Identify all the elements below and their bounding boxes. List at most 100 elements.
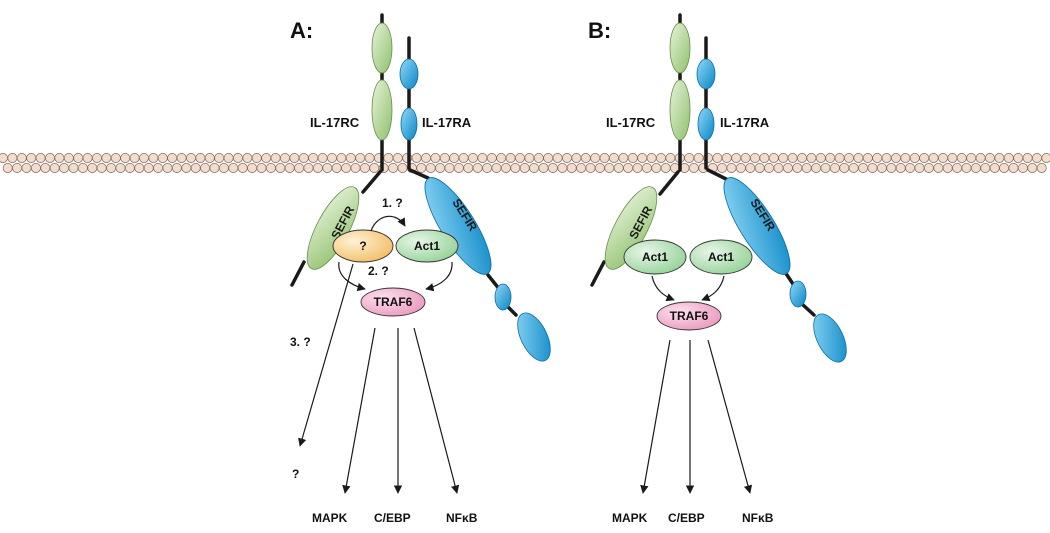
membrane-lipid-bead [961, 163, 972, 173]
membrane-lipid-bead [200, 163, 211, 173]
membrane-lipid-bead [261, 153, 272, 163]
membrane-lipid-bead [759, 153, 770, 163]
il17rc-tail-top-b [658, 170, 680, 196]
membrane-lipid-bead [16, 153, 27, 163]
membrane-lipid-bead [468, 153, 478, 163]
membrane-lipid-bead [510, 163, 521, 173]
membrane-lipid-bead [623, 163, 634, 173]
membrane-lipid-bead [317, 153, 328, 163]
traf6-node-a [360, 287, 426, 317]
membrane-lipid-bead [7, 153, 18, 163]
membrane-lipid-bead [576, 163, 587, 173]
membrane-lipid-bead [101, 153, 112, 163]
membrane-lipid-bead [458, 153, 469, 163]
membrane-lipid-bead [355, 153, 366, 163]
il17ra-domain-upper-b [696, 58, 716, 90]
membrane-lipid-bead [829, 163, 840, 173]
membrane-lipid-bead [383, 153, 394, 163]
membrane-lipid-bead [336, 153, 347, 163]
membrane-lipid-bead [505, 153, 516, 163]
membrane-lipid-bead [96, 163, 107, 173]
membrane-lipid-bead [1027, 163, 1038, 173]
mapk-arrow-a [342, 327, 376, 494]
membrane-lipid-bead [77, 163, 88, 173]
membrane-lipid-bead [303, 163, 314, 173]
membrane-lipid-bead [496, 153, 507, 163]
membrane-lipid-bead [735, 163, 746, 173]
sefir-domain-il17rc-b [604, 186, 658, 270]
membrane-lipid-bead [815, 153, 826, 163]
membrane-lipid-bead [129, 153, 140, 163]
membrane-lipid-bead [430, 153, 441, 163]
membrane-lipid-bead [92, 153, 102, 163]
membrane-lipid-bead [825, 153, 836, 163]
membrane-lipid-bead [985, 153, 995, 163]
membrane-lipid-bead [891, 153, 901, 163]
act1-left-label-b: Act1 [642, 250, 668, 264]
il17rc-domain-upper-b [669, 22, 691, 74]
membrane-lipid-bead [613, 163, 624, 173]
il17ra-domain-lower-b [697, 107, 715, 141]
act1-left-to-traf6-arrow-b [651, 275, 675, 302]
membrane-lipid-bead [1003, 153, 1014, 163]
membrane-lipid-bead [322, 163, 333, 173]
membrane-lipid-bead [153, 163, 164, 173]
membrane-lipid-bead [585, 163, 596, 173]
membrane-lipid-bead [59, 163, 70, 173]
membrane-lipid-bead [740, 153, 751, 163]
membrane-lipid-bead [176, 153, 187, 163]
membrane-lipid-bead [651, 163, 662, 173]
membrane-lipid-bead [120, 153, 131, 163]
membrane-lipid-bead [557, 163, 568, 173]
membrane-lipid-bead [1036, 163, 1047, 173]
membrane-lipid-bead [975, 153, 986, 163]
membrane-lipid-bead [797, 153, 807, 163]
membrane-lipid-bead [115, 163, 126, 173]
membrane-lipid-bead [693, 153, 704, 163]
membrane-lipid-bead [134, 163, 145, 173]
membrane-lipid-bead [171, 163, 182, 173]
membrane-lipid-bead [482, 163, 493, 173]
membrane-lipid-bead [656, 153, 666, 163]
membrane-lipid-bead [218, 163, 229, 173]
panel-a: A: IL-17RC IL-17RA SEFIR SEFIR ? Act1 TR… [290, 13, 551, 525]
nfkb-arrow-a [413, 327, 460, 494]
membrane-lipid-bead [515, 153, 525, 163]
membrane-lipid-bead [228, 163, 239, 173]
membrane-lipid-bead [247, 163, 258, 173]
membrane-lipid-bead [275, 163, 286, 173]
membrane-lipid-bead [909, 153, 920, 163]
membrane-lipid-bead [895, 163, 906, 173]
membrane-lipid-bead [778, 153, 789, 163]
output-nfkb-a: NFκB [446, 511, 478, 525]
membrane-lipid-bead [726, 163, 737, 173]
membrane-lipid-bead [768, 153, 779, 163]
membrane-lipid-bead [952, 163, 963, 173]
membrane-lipid-bead [308, 153, 319, 163]
membrane-lipid-bead [204, 153, 215, 163]
membrane-lipid-bead [392, 153, 403, 163]
membrane-lipid-bead [1032, 153, 1042, 163]
membrane-lipid-bead [388, 163, 399, 173]
membrane-lipid-bead [872, 153, 883, 163]
membrane-lipid-bead [1022, 153, 1033, 163]
membrane-lipid-bead [1017, 163, 1028, 173]
traf6-label-b: TRAF6 [670, 309, 709, 323]
unknown-output-label-a: ? [292, 467, 299, 481]
membrane-lipid-bead [660, 163, 671, 173]
panel-b-label: B: [588, 18, 611, 43]
mapk-arrow-b [640, 339, 671, 494]
membrane-lipid-bead [345, 153, 356, 163]
act1-label-a: Act1 [414, 239, 440, 253]
membrane-lipid-bead [684, 153, 695, 163]
membrane-lipid-bead [491, 163, 502, 173]
act1-right-node-b [689, 239, 753, 275]
membrane-lipid-bead [1041, 153, 1050, 163]
membrane-lipid-bead [449, 153, 460, 163]
il17ra-terminal-domain-a [517, 312, 551, 362]
membrane-lipid-bead [529, 163, 540, 173]
membrane-lipid-bead [867, 163, 878, 173]
membrane-lipid-bead [1013, 153, 1024, 163]
membrane-lipid-bead [923, 163, 934, 173]
membrane-lipid-bead [914, 163, 925, 173]
